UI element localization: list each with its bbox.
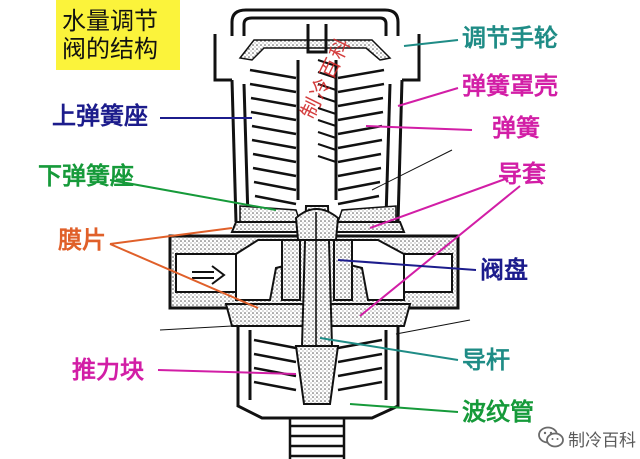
label-upper-spring-seat: 上弹簧座	[52, 102, 148, 130]
valve-disc-shape	[294, 208, 340, 241]
label-diaphragm: 膜片	[58, 226, 106, 254]
push-block-shape	[294, 345, 340, 405]
wechat-icon	[538, 426, 564, 448]
adjusting-screw-thread	[317, 59, 337, 163]
label-adjust-handwheel: 调节手轮	[462, 24, 558, 52]
title-line-2: 阀的结构	[62, 35, 158, 63]
watermark-text: 制冷百科	[568, 431, 636, 451]
guide-sleeve-shape	[281, 239, 353, 301]
title-box: 水量调节 阀的结构	[56, 0, 180, 70]
handwheel-cap	[213, 8, 421, 82]
label-lower-spring-seat: 下弹簧座	[38, 162, 134, 190]
upper-spring-cap	[238, 39, 392, 61]
label-valve-disc: 阀盘	[480, 256, 528, 284]
label-spring-housing: 弹簧罩壳	[462, 72, 558, 100]
bellows-housing	[236, 326, 400, 420]
spring-coils	[249, 68, 385, 206]
label-guide-sleeve: 导套	[498, 160, 546, 188]
label-bellows: 波纹管	[462, 398, 534, 426]
title-line-1: 水量调节	[62, 7, 158, 35]
label-spring: 弹簧	[492, 114, 540, 142]
label-push-block: 推力块	[72, 356, 144, 384]
flow-arrow-icon	[192, 265, 226, 285]
bottom-fitting	[288, 418, 346, 459]
spring-housing	[230, 24, 404, 223]
leader-lines	[109, 39, 521, 413]
label-guide-rod: 导杆	[462, 346, 510, 374]
